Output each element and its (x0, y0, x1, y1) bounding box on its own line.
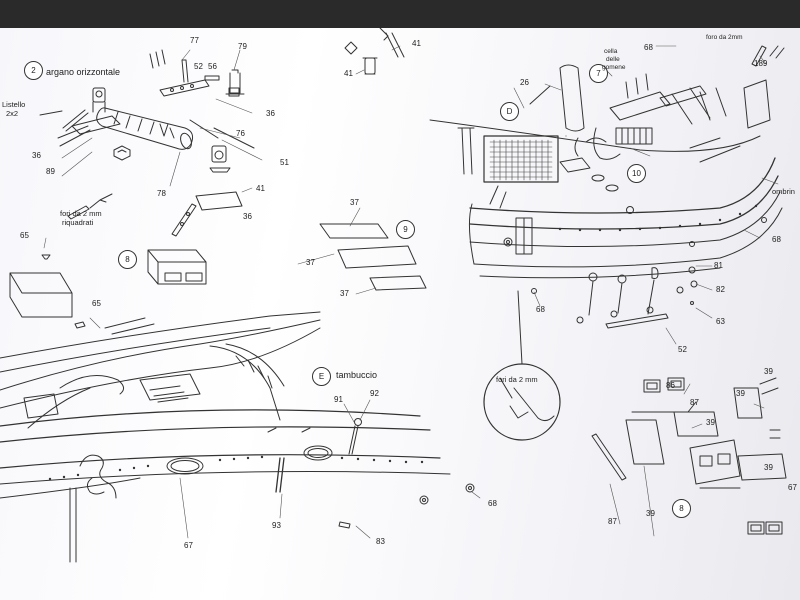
part-86: 86 (666, 381, 675, 390)
part-81: 81 (714, 261, 723, 270)
part-26: 26 (520, 78, 529, 87)
step-badge-9: 9 (396, 220, 415, 239)
cabin-panels (591, 377, 787, 535)
drill-detail (483, 290, 561, 441)
part-82: 82 (716, 285, 725, 294)
part-67-b: 67 (788, 483, 797, 492)
step-badge-d: D (500, 102, 519, 121)
part-39-e: 39 (646, 509, 655, 518)
hull-rivets (48, 455, 424, 481)
listello-label-line1: Listello (2, 100, 26, 109)
part-68-top: 68 (644, 43, 653, 52)
part-83: 83 (376, 537, 385, 546)
part-36-b: 36 (32, 151, 41, 160)
step-badge-2: 2 (24, 61, 43, 80)
right-rivets (558, 204, 758, 232)
part-52-b: 52 (678, 345, 687, 354)
part-52: 52 (194, 62, 203, 71)
listello-label-line2: 2x2 (6, 109, 19, 118)
step-badge-e: E (312, 367, 331, 386)
part-68-a: 68 (772, 235, 781, 244)
assembly-drawing (0, 28, 787, 563)
part-68-d: 68 (488, 499, 497, 508)
tambuccio-title: tambuccio (336, 370, 378, 380)
part-87-a: 87 (690, 398, 699, 407)
part-91: 91 (334, 395, 343, 404)
part-76: 76 (236, 129, 245, 138)
part-51: 51 (280, 158, 289, 167)
part-41-a: 41 (256, 184, 265, 193)
part-89: 89 (46, 167, 55, 176)
part-79: 79 (238, 42, 247, 51)
part-67: 67 (184, 541, 193, 550)
part-78: 78 (157, 189, 166, 198)
part-37-b: 37 (306, 258, 315, 267)
part-68-b: 68 (536, 305, 545, 314)
part-37-a: 37 (350, 198, 359, 207)
part-77: 77 (190, 36, 199, 45)
part-63: 63 (716, 317, 725, 326)
bollard-parts (344, 28, 405, 75)
instruction-sheet: 2 8 9 E 7 D 10 8 argano orizzontale List… (0, 28, 800, 600)
part-87-b: 87 (608, 517, 617, 526)
argano-title: argano orizzontale (46, 67, 121, 77)
fittings-parts (531, 217, 767, 329)
fori-detail-label: fori da 2 mm (496, 375, 538, 384)
fori-quad-line2: riquadrati (62, 218, 94, 227)
part-39-b: 39 (764, 367, 773, 376)
part-41-top: 41 (412, 39, 421, 48)
foro-top-label: foro da 2mm (706, 34, 743, 41)
part-65-a: 65 (20, 231, 29, 240)
hull-right (429, 45, 785, 279)
part-92: 92 (370, 389, 379, 398)
cella-line2: delle (606, 56, 620, 63)
deck-grating (489, 139, 553, 181)
part-65-b: 65 (92, 299, 101, 308)
ombrin-label: ombrin (772, 187, 795, 196)
part-56: 56 (208, 62, 217, 71)
panel-37 (319, 223, 427, 291)
part-37-c: 37 (340, 289, 349, 298)
part-39-d: 39 (764, 463, 773, 472)
fori-quad-line1: fori da 2 mm (60, 209, 102, 218)
windlass-parts (39, 49, 255, 220)
part-36-a: 36 (266, 109, 275, 118)
hull-left (0, 311, 475, 563)
part-36-c: 36 (243, 212, 252, 221)
cella-line3: gomene (602, 64, 626, 71)
step-badge-8-right: 8 (672, 499, 691, 518)
step-badge-7: 7 (589, 64, 608, 83)
step-badge-8-left: 8 (118, 250, 137, 269)
part-189: 189 (754, 59, 768, 68)
hatch-assembly (9, 203, 207, 329)
part-93: 93 (272, 521, 281, 530)
step-badge-10: 10 (627, 164, 646, 183)
cella-line1: cella (604, 48, 618, 55)
part-41-b: 41 (344, 69, 353, 78)
part-39-c: 39 (706, 418, 715, 427)
part-39-a: 39 (736, 389, 745, 398)
